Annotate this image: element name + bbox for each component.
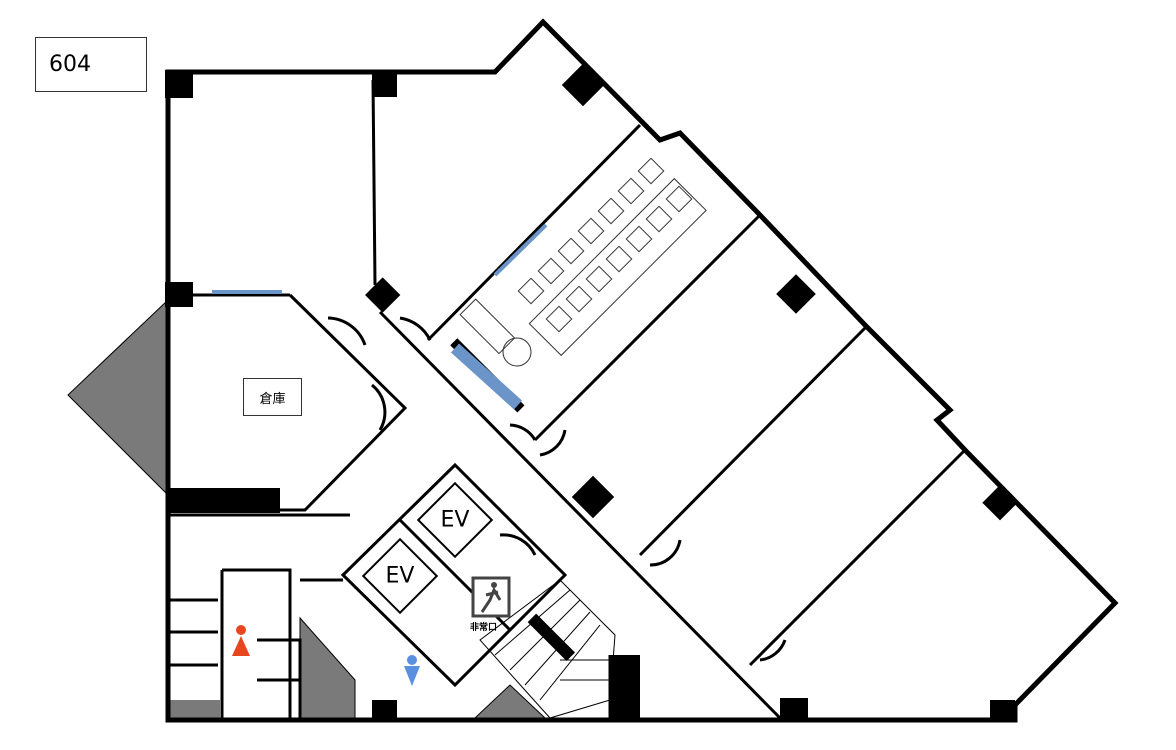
chair [537,257,565,285]
chair [585,265,613,293]
elevator-label: EV [385,563,415,589]
chair [637,157,665,185]
shaft-bottom-left [299,616,356,719]
shaft-left [67,298,169,497]
emergency-exit-label: 非常口 [470,623,498,633]
male-restroom-icon [404,655,420,686]
chairs [517,157,693,333]
chair [625,225,653,253]
chair [557,237,585,265]
chair [545,305,573,333]
chair [577,217,605,245]
chair [645,205,673,233]
interior-walls [166,79,967,720]
chair [617,177,645,205]
female-restroom-icon [232,625,250,656]
floor-number-label: 604 [35,37,147,92]
emergency-exit-icon [471,576,511,618]
elevator-label: EV [440,507,470,533]
chair [517,277,545,305]
outer-wall [165,18,1119,723]
chair [605,245,633,273]
chair [597,197,625,225]
storage-room-label: 倉庫 [243,378,302,416]
windows [212,223,548,410]
chair [565,285,593,313]
shaft-bottom [473,684,547,719]
toilet-strip [170,700,220,718]
chair [665,185,693,213]
